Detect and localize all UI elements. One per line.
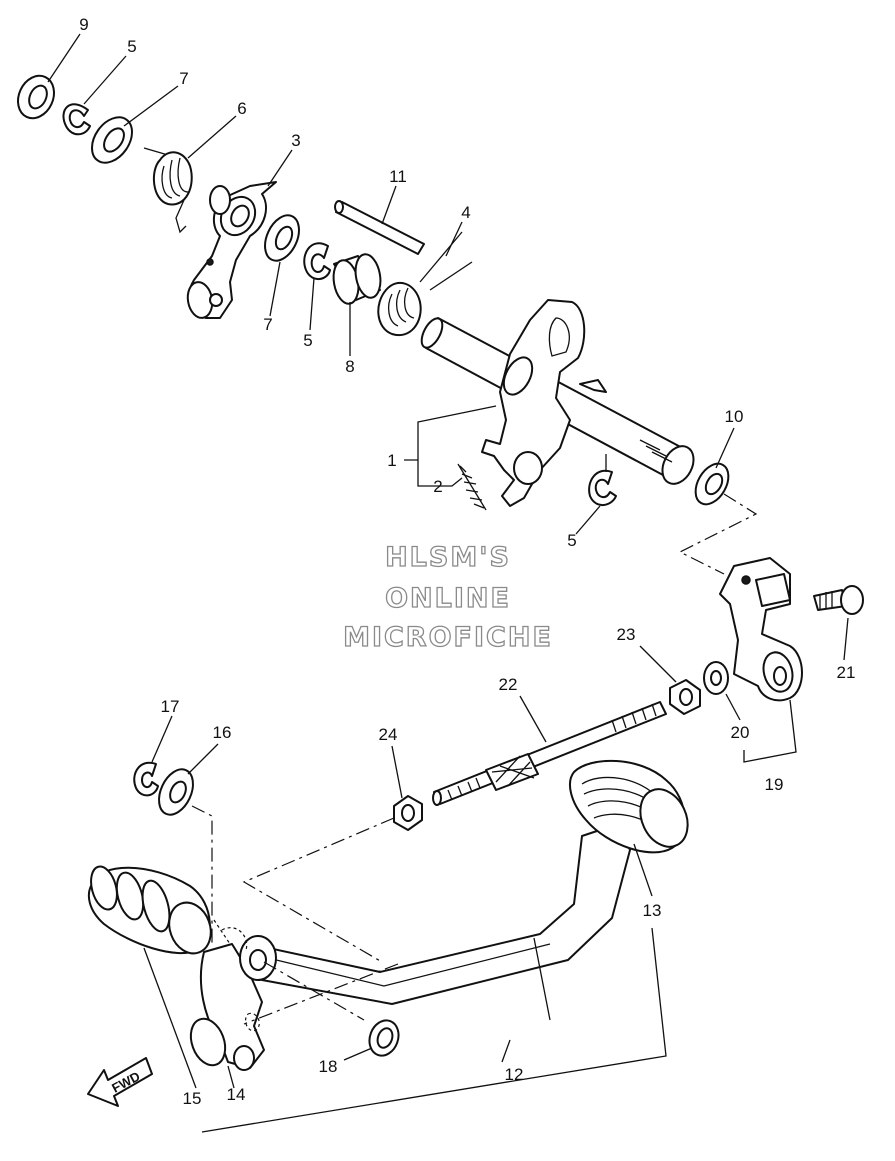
part-19-shift-arm: [719, 557, 803, 702]
part-3-stopper-lever: [186, 181, 277, 319]
part-22-shift-rod: [432, 701, 667, 806]
callout-2: 2: [433, 477, 442, 496]
part-16-washer: [158, 768, 194, 816]
part-2-spring: [457, 463, 487, 511]
callout-17: 17: [161, 697, 180, 716]
part-9-washer: [17, 74, 55, 120]
callout-24: 24: [379, 725, 398, 744]
part-7-washer-mid: [264, 214, 300, 262]
callout-15: 15: [183, 1089, 202, 1108]
assembly-lines: [191, 493, 758, 1025]
callout-18: 18: [319, 1057, 338, 1076]
part-11-pin: [334, 200, 425, 255]
watermark-line-1: HLSM'S: [385, 542, 511, 573]
part-4-torsion-spring: [377, 231, 473, 337]
part-17-circlip: [133, 761, 159, 797]
part-8-collar: [332, 253, 382, 305]
part-15-front-rubber: [87, 865, 212, 955]
part-12-shift-pedal: [189, 823, 631, 1071]
part-18-washer: [368, 1019, 400, 1057]
callout-13: 13: [643, 901, 662, 920]
callout-5-top: 5: [127, 37, 136, 56]
callout-21: 21: [837, 663, 856, 682]
part-10-washer: [694, 462, 730, 506]
fwd-label: FWD: [109, 1068, 142, 1095]
callout-9: 9: [79, 15, 88, 34]
part-1-shift-shaft: [420, 299, 695, 507]
part-24-nut: [393, 795, 423, 831]
part-5-circlip-right: [588, 454, 617, 506]
forward-direction-arrow: FWD: [87, 1057, 153, 1107]
callout-20: 20: [731, 723, 750, 742]
part-7-washer-top: [91, 116, 133, 164]
callout-19: 19: [765, 775, 784, 794]
callout-7-top: 7: [179, 69, 188, 88]
callout-1: 1: [387, 451, 396, 470]
callout-3: 3: [291, 131, 300, 150]
callout-22: 22: [499, 675, 518, 694]
callout-14: 14: [227, 1085, 246, 1104]
callout-11: 11: [389, 167, 407, 186]
watermark-line-3: MICROFICHE: [343, 622, 553, 653]
part-20-nut: [703, 661, 729, 695]
part-5-circlip-mid: [303, 242, 331, 280]
callout-labels: 9 5 7 6 3 11 4 7 5 8 10 1 2 5 23 21 22 2…: [79, 15, 855, 1108]
part-21-bolt: [813, 585, 864, 615]
callout-5-right: 5: [567, 531, 576, 550]
callout-6: 6: [237, 99, 246, 118]
callout-7-mid: 7: [263, 315, 272, 334]
callout-23: 23: [617, 625, 636, 644]
watermark: HLSM'S ONLINE MICROFICHE: [342, 541, 553, 653]
callout-10: 10: [725, 407, 744, 426]
leader-lines: [47, 33, 849, 1133]
callout-8: 8: [345, 357, 354, 376]
callout-12: 12: [505, 1065, 524, 1084]
part-6-torsion-spring: [143, 147, 193, 234]
callout-4: 4: [461, 203, 470, 222]
watermark-line-2: ONLINE: [385, 583, 511, 614]
callout-5-mid: 5: [303, 331, 312, 350]
part-5-circlip-top: [62, 103, 91, 136]
part-13-rear-rubber: [569, 759, 689, 854]
part-23-nut: [669, 679, 701, 715]
callout-16: 16: [213, 723, 232, 742]
